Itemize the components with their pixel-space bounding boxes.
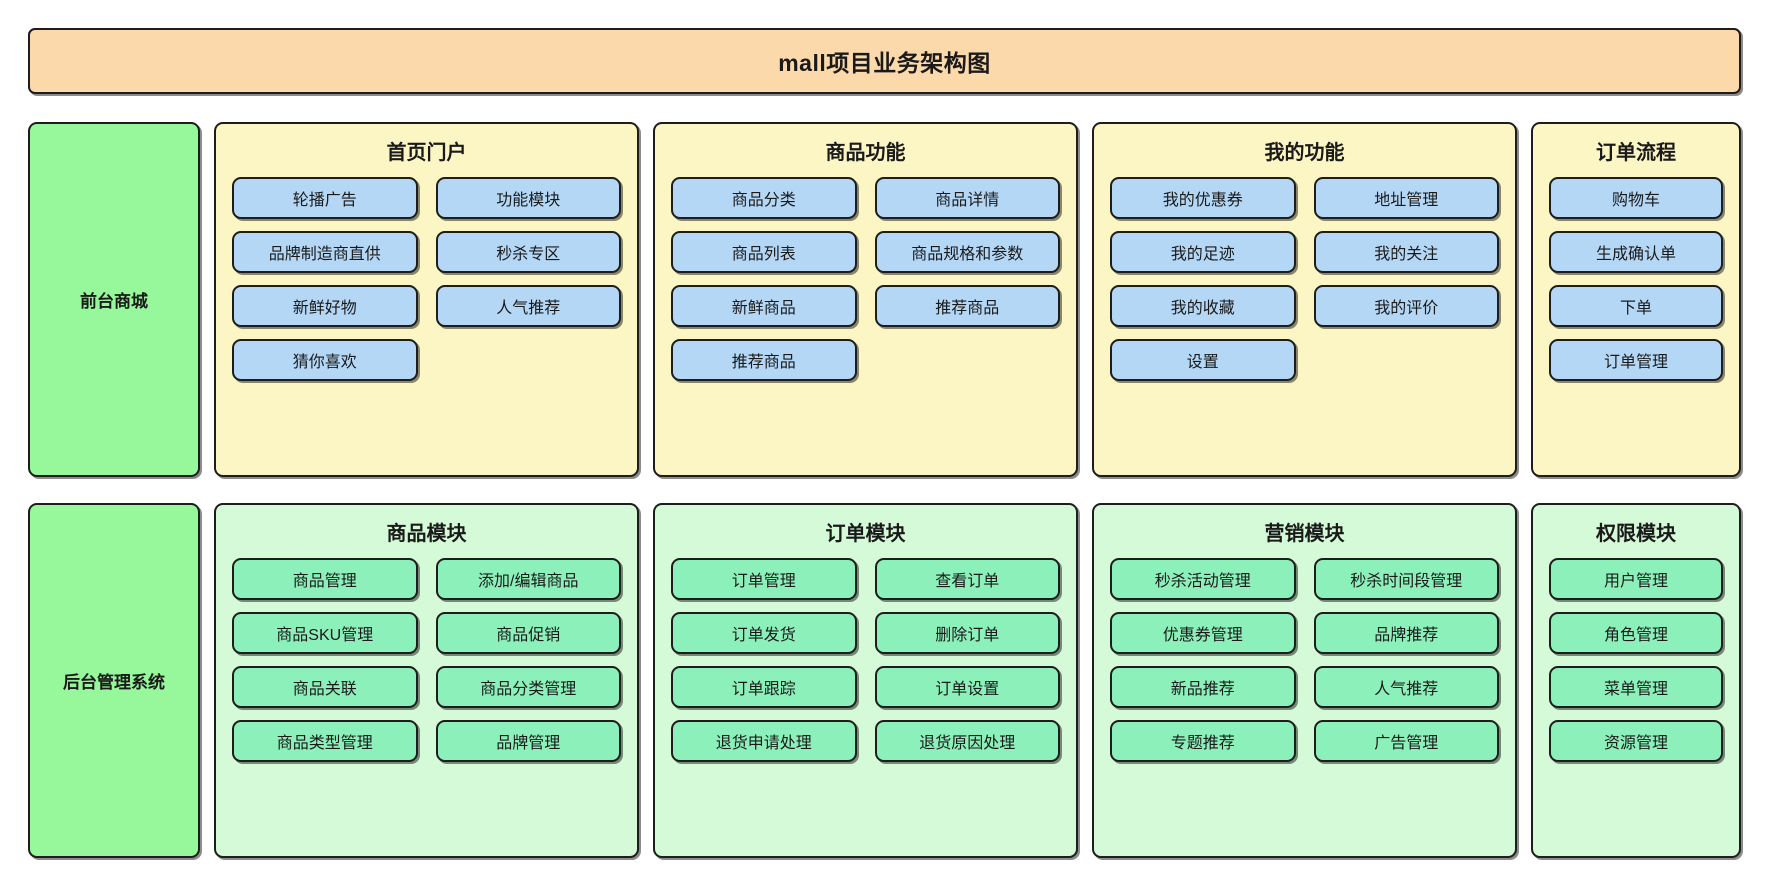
group-item[interactable]: 新鲜商品: [671, 285, 857, 327]
layer-row-backend: 后台管理系统 商品模块 商品管理 添加/编辑商品 商品SKU管理 商品促销 商品…: [28, 503, 1741, 858]
diagram-title: mall项目业务架构图: [778, 50, 991, 76]
group-item[interactable]: 新品推荐: [1110, 666, 1296, 708]
group-title: 订单流程: [1596, 142, 1676, 164]
group-item[interactable]: 订单发货: [671, 612, 857, 654]
group-item[interactable]: 商品促销: [435, 612, 621, 654]
group-item[interactable]: 专题推荐: [1110, 720, 1296, 762]
group-item-list: 商品管理 添加/编辑商品 商品SKU管理 商品促销 商品关联 商品分类管理 商品…: [232, 558, 621, 842]
diagram-title-banner: mall项目业务架构图: [28, 28, 1741, 94]
group-item[interactable]: 订单管理: [1549, 339, 1723, 381]
group-panel-product-features: 商品功能 商品分类 商品详情 商品列表 商品规格和参数 新鲜商品 推荐商品 推荐…: [653, 122, 1078, 477]
group-panel-order-module: 订单模块 订单管理 查看订单 订单发货 删除订单 订单跟踪 订单设置 退货申请处…: [653, 503, 1078, 858]
group-item[interactable]: 地址管理: [1313, 177, 1499, 219]
group-item[interactable]: 商品列表: [671, 231, 857, 273]
group-item[interactable]: 商品详情: [874, 177, 1060, 219]
layer-groups-backend: 商品模块 商品管理 添加/编辑商品 商品SKU管理 商品促销 商品关联 商品分类…: [214, 503, 1741, 858]
group-item[interactable]: 角色管理: [1549, 612, 1723, 654]
group-item[interactable]: 猜你喜欢: [232, 339, 418, 381]
group-item[interactable]: 购物车: [1549, 177, 1723, 219]
group-title: 订单模块: [825, 523, 906, 545]
group-item[interactable]: 商品类型管理: [232, 720, 418, 762]
group-item-list: 订单管理 查看订单 订单发货 删除订单 订单跟踪 订单设置 退货申请处理 退货原…: [671, 558, 1060, 842]
group-item[interactable]: 商品关联: [232, 666, 418, 708]
group-item[interactable]: 我的收藏: [1110, 285, 1296, 327]
group-item[interactable]: 生成确认单: [1549, 231, 1723, 273]
layer-label-frontend: 前台商城: [28, 122, 200, 477]
group-item[interactable]: 品牌推荐: [1313, 612, 1499, 654]
group-item[interactable]: 功能模块: [435, 177, 621, 219]
group-item[interactable]: 我的优惠券: [1110, 177, 1296, 219]
group-item[interactable]: 秒杀时间段管理: [1313, 558, 1499, 600]
group-item[interactable]: 删除订单: [874, 612, 1060, 654]
group-item[interactable]: 商品分类: [671, 177, 857, 219]
group-panel-home-portal: 首页门户 轮播广告 功能模块 品牌制造商直供 秒杀专区 新鲜好物 人气推荐 猜你…: [214, 122, 639, 477]
group-title: 商品功能: [825, 142, 906, 164]
group-item[interactable]: 秒杀专区: [435, 231, 621, 273]
group-title: 商品模块: [386, 523, 467, 545]
group-item[interactable]: 人气推荐: [435, 285, 621, 327]
diagram-rows: 前台商城 首页门户 轮播广告 功能模块 品牌制造商直供 秒杀专区 新鲜好物 人气…: [28, 122, 1741, 858]
group-item[interactable]: 商品规格和参数: [874, 231, 1060, 273]
group-title: 首页门户: [386, 142, 467, 164]
group-item[interactable]: 用户管理: [1549, 558, 1723, 600]
group-item[interactable]: 新鲜好物: [232, 285, 418, 327]
group-item-list: 秒杀活动管理 秒杀时间段管理 优惠券管理 品牌推荐 新品推荐 人气推荐 专题推荐…: [1110, 558, 1499, 842]
group-title: 我的功能: [1264, 142, 1345, 164]
group-panel-permission-module: 权限模块 用户管理 角色管理 菜单管理 资源管理: [1531, 503, 1741, 858]
group-item-list: 我的优惠券 地址管理 我的足迹 我的关注 我的收藏 我的评价 设置: [1110, 177, 1499, 461]
group-item[interactable]: 订单管理: [671, 558, 857, 600]
group-item[interactable]: 菜单管理: [1549, 666, 1723, 708]
group-item[interactable]: 推荐商品: [874, 285, 1060, 327]
layer-row-frontend: 前台商城 首页门户 轮播广告 功能模块 品牌制造商直供 秒杀专区 新鲜好物 人气…: [28, 122, 1741, 477]
group-title: 营销模块: [1264, 523, 1345, 545]
layer-label-backend: 后台管理系统: [28, 503, 200, 858]
group-item[interactable]: 广告管理: [1313, 720, 1499, 762]
group-item[interactable]: 退货原因处理: [874, 720, 1060, 762]
group-panel-product-module: 商品模块 商品管理 添加/编辑商品 商品SKU管理 商品促销 商品关联 商品分类…: [214, 503, 639, 858]
layer-label-text: 前台商城: [80, 292, 148, 311]
group-item[interactable]: 商品SKU管理: [232, 612, 418, 654]
group-item[interactable]: 推荐商品: [671, 339, 857, 381]
group-item[interactable]: 退货申请处理: [671, 720, 857, 762]
layer-label-text: 后台管理系统: [63, 673, 165, 692]
group-item[interactable]: 我的关注: [1313, 231, 1499, 273]
group-item[interactable]: 秒杀活动管理: [1110, 558, 1296, 600]
group-panel-order-flow: 订单流程 购物车 生成确认单 下单 订单管理: [1531, 122, 1741, 477]
group-item[interactable]: 添加/编辑商品: [435, 558, 621, 600]
group-item-list: 商品分类 商品详情 商品列表 商品规格和参数 新鲜商品 推荐商品 推荐商品: [671, 177, 1060, 461]
group-panel-marketing-module: 营销模块 秒杀活动管理 秒杀时间段管理 优惠券管理 品牌推荐 新品推荐 人气推荐…: [1092, 503, 1517, 858]
group-item[interactable]: 我的评价: [1313, 285, 1499, 327]
group-item[interactable]: 品牌制造商直供: [232, 231, 418, 273]
group-item[interactable]: 订单跟踪: [671, 666, 857, 708]
group-item[interactable]: 设置: [1110, 339, 1296, 381]
group-item[interactable]: 查看订单: [874, 558, 1060, 600]
layer-groups-frontend: 首页门户 轮播广告 功能模块 品牌制造商直供 秒杀专区 新鲜好物 人气推荐 猜你…: [214, 122, 1741, 477]
group-item[interactable]: 我的足迹: [1110, 231, 1296, 273]
group-item[interactable]: 订单设置: [874, 666, 1060, 708]
group-item[interactable]: 商品管理: [232, 558, 418, 600]
group-panel-my-features: 我的功能 我的优惠券 地址管理 我的足迹 我的关注 我的收藏 我的评价 设置: [1092, 122, 1517, 477]
group-item-list: 轮播广告 功能模块 品牌制造商直供 秒杀专区 新鲜好物 人气推荐 猜你喜欢: [232, 177, 621, 461]
group-item[interactable]: 轮播广告: [232, 177, 418, 219]
group-title: 权限模块: [1596, 523, 1676, 545]
group-item[interactable]: 商品分类管理: [435, 666, 621, 708]
group-item[interactable]: 资源管理: [1549, 720, 1723, 762]
group-item-list: 用户管理 角色管理 菜单管理 资源管理: [1549, 558, 1723, 842]
group-item[interactable]: 人气推荐: [1313, 666, 1499, 708]
group-item[interactable]: 品牌管理: [435, 720, 621, 762]
group-item-list: 购物车 生成确认单 下单 订单管理: [1549, 177, 1723, 461]
group-item[interactable]: 优惠券管理: [1110, 612, 1296, 654]
group-item[interactable]: 下单: [1549, 285, 1723, 327]
